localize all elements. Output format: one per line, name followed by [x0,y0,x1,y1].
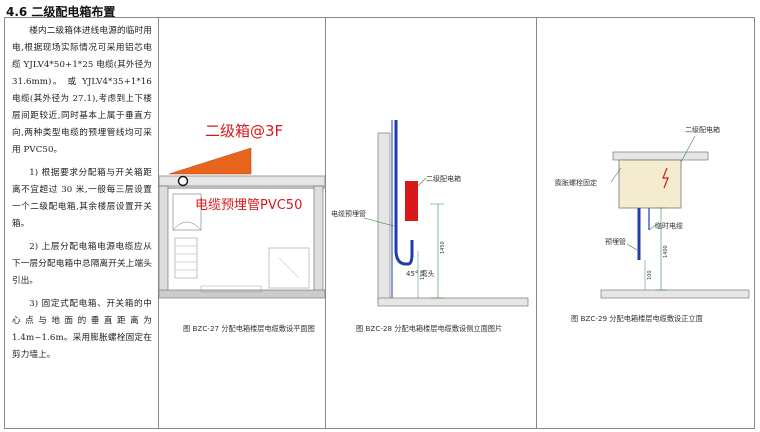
bend-label: 45° 弯头 [406,269,435,278]
dim-height: 1450 [440,241,446,254]
bolt-label: 膨胀螺栓固定 [555,178,597,187]
point-3-paragraph: 3) 固定式配电箱、开关箱的中心点与地面的垂直距离为1.4m~1.6m。采用膨胀… [12,299,152,360]
figure-29-panel: 二级配电箱 膨胀螺栓固定 临时电缆 预埋管 1400 100 图 BZC-29 … [537,18,755,428]
floor-plan-drawing: 二级箱@3F 电缆预埋管PVC50 [158,122,326,299]
cable-label: 临时电缆 [655,221,683,230]
front-elevation-drawing: 二级配电箱 膨胀螺栓固定 临时电缆 预埋管 1400 100 [555,125,750,299]
figure-27-panel: 二级箱@3F 电缆预埋管PVC50 图 BZC-27 分配电箱楼层电缆敷设平面图 [158,18,326,428]
description-column: 楼内二级箱体进线电源的临时用电,根据现场实际情况可采用铝芯电缆 YJLV4*50… [5,18,158,428]
intro-paragraph: 楼内二级箱体进线电源的临时用电,根据现场实际情况可采用铝芯电缆 YJLV4*50… [12,26,152,155]
figure-28-panel: 二级配电箱 电缆预埋管 45° 弯头 1450 150 图 BZC-28 分配电… [326,18,536,428]
dim-offset: 150 [420,270,426,280]
conduit-pipe [394,120,414,266]
distribution-box [405,181,418,221]
dim-height: 1400 [663,245,669,258]
figure-27-caption: 图 BZC-27 分配电箱楼层电缆敷设平面图 [183,324,315,333]
box-label: 二级配电箱 [685,125,720,134]
point-1-paragraph: 1) 根据要求分配箱与开关箱距离不宜超过 30 米,一般每三层设置一个二级配电箱… [12,168,152,229]
figure-29-caption: 图 BZC-29 分配电箱楼层电缆敷设正立面 [571,314,703,323]
distribution-box-marker [168,147,252,175]
box-label: 二级配电箱 [426,174,461,183]
conduit-circle [177,175,189,187]
content-table: 楼内二级箱体进线电源的临时用电,根据现场实际情况可采用铝芯电缆 YJLV4*50… [4,17,755,429]
dim-offset: 100 [647,270,653,280]
section-title: 4.6 二级配电箱布置 [6,5,116,19]
pipe-label: 电缆预埋管 [331,209,366,218]
distribution-box [618,159,682,209]
box-label: 二级箱@3F [205,122,283,140]
lightning-icon [662,167,669,189]
figure-28-caption: 图 BZC-28 分配电箱楼层电缆敷设侧立面图片 [356,324,503,333]
pipe-label: 电缆预埋管PVC50 [195,197,302,213]
side-elevation-drawing: 二级配电箱 电缆预埋管 45° 弯头 1450 150 [331,120,529,307]
pipe-label: 预埋管 [605,237,626,246]
point-2-paragraph: 2) 上层分配电箱电源电缆应从下一层分配电箱中总隔离开关上端头引出。 [12,242,152,286]
